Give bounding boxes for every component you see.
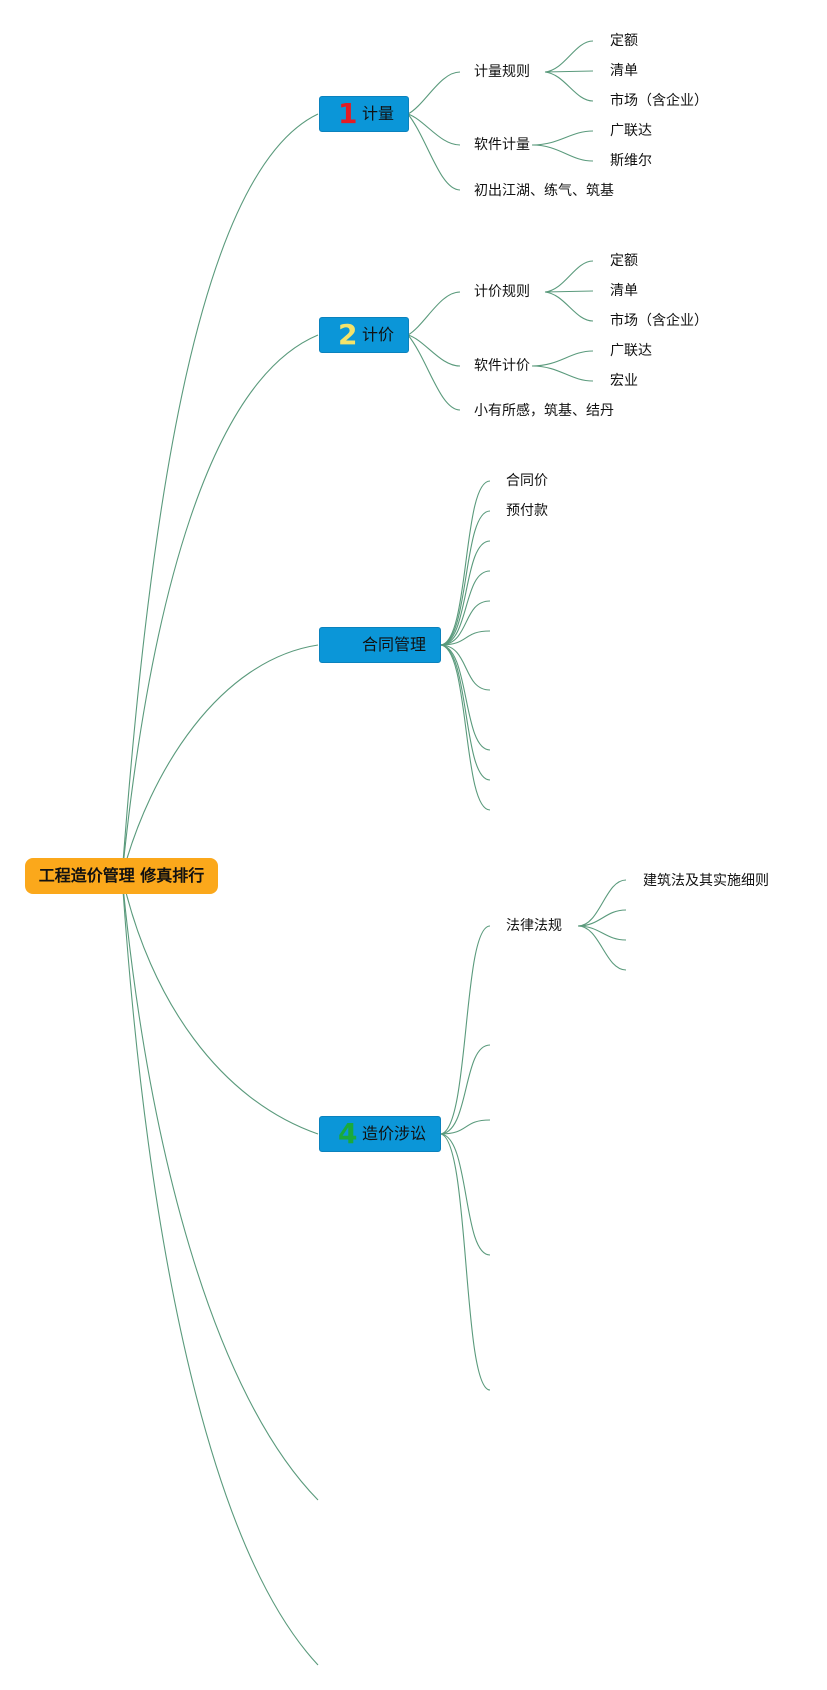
branch-label: 计量 <box>362 104 395 123</box>
measure-rule-item[interactable]: 市场（含企业） <box>610 93 708 109</box>
branch-label: 计价 <box>362 325 395 344</box>
pricing-level-node[interactable]: 小有所感，筑基、结丹 <box>474 403 614 419</box>
measure-rules-node[interactable]: 计量规则 <box>474 64 530 80</box>
branch-pricing[interactable]: 2 计价 <box>319 317 409 353</box>
measure-rule-item[interactable]: 清单 <box>610 63 638 79</box>
pricing-rule-item[interactable]: 清单 <box>610 283 638 299</box>
branch-measure[interactable]: 1 计量 <box>319 96 409 132</box>
pricing-software-item[interactable]: 宏业 <box>610 373 638 389</box>
measure-software-item[interactable]: 斯维尔 <box>610 153 652 169</box>
number-4-icon: 4 <box>338 1117 358 1150</box>
branch-label: 合同管理 <box>362 635 427 654</box>
pricing-rule-item[interactable]: 定额 <box>610 253 638 269</box>
pricing-rule-item[interactable]: 市场（含企业） <box>610 313 708 329</box>
measure-rule-item[interactable]: 定额 <box>610 33 638 49</box>
litigation-law-node[interactable]: 法律法规 <box>506 918 562 934</box>
litigation-law-item[interactable]: 建筑法及其实施细则 <box>643 873 769 889</box>
number-1-icon: 1 <box>338 97 358 130</box>
pricing-software-item[interactable]: 广联达 <box>610 343 652 359</box>
contract-item[interactable]: 预付款 <box>506 503 548 519</box>
measure-software-node[interactable]: 软件计量 <box>474 137 530 153</box>
branch-contract[interactable]: 合同管理 <box>319 627 441 663</box>
root-node-label: 工程造价管理 修真排行 <box>38 866 205 885</box>
branch-litigation[interactable]: 4 造价涉讼 <box>319 1116 441 1152</box>
contract-item[interactable]: 合同价 <box>506 473 548 489</box>
pricing-software-node[interactable]: 软件计价 <box>474 358 530 374</box>
branch-label: 造价涉讼 <box>362 1124 427 1143</box>
pricing-rules-node[interactable]: 计价规则 <box>474 284 530 300</box>
measure-level-node[interactable]: 初出江湖、练气、筑基 <box>474 183 614 199</box>
root-node[interactable]: 工程造价管理 修真排行 <box>25 858 218 894</box>
number-2-icon: 2 <box>338 318 358 351</box>
measure-software-item[interactable]: 广联达 <box>610 123 652 139</box>
